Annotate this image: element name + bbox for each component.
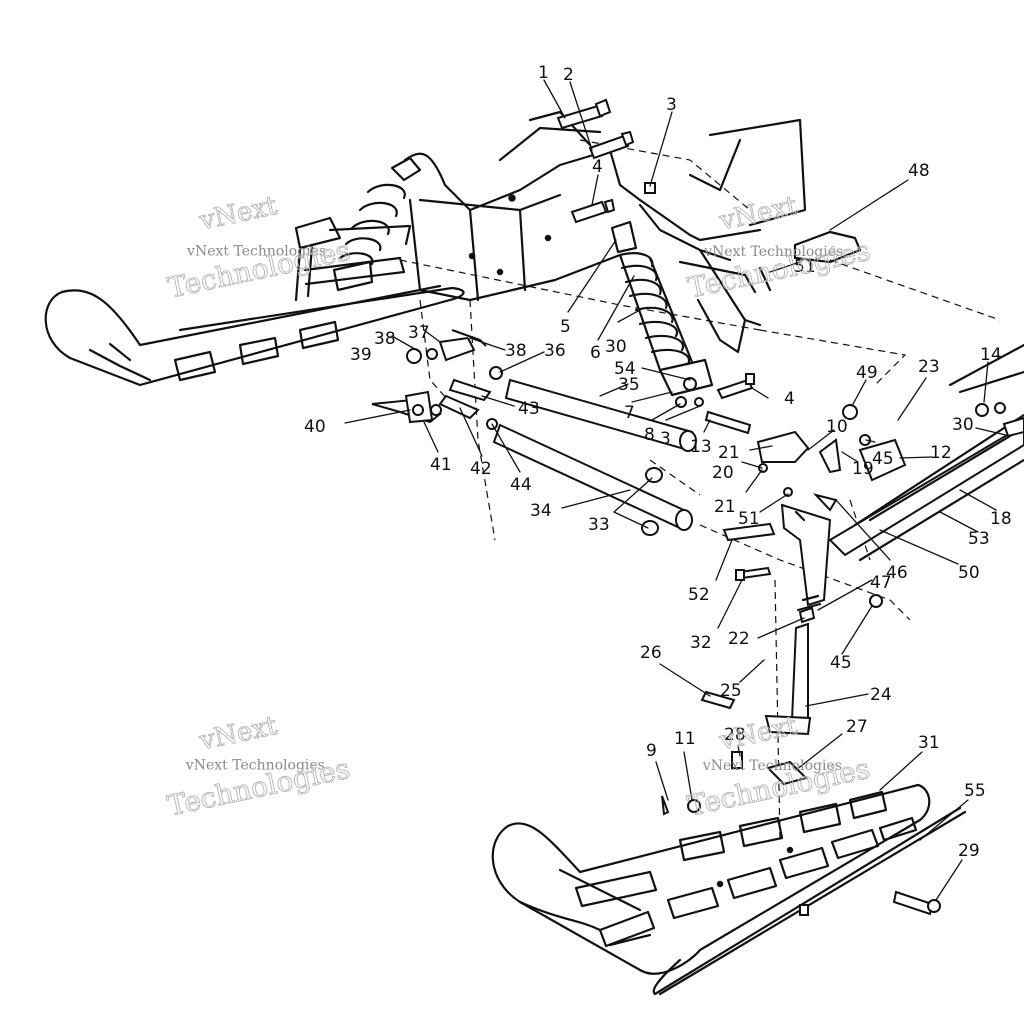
callout-27: 27 (846, 717, 868, 737)
callout-18: 18 (990, 509, 1012, 529)
callout-labels: 1 2 3 4 48 5 6 30 51 38 37 39 38 36 54 3… (304, 63, 1012, 861)
callout-22: 22 (728, 629, 750, 649)
svg-text:vNext Technologies: vNext Technologies (703, 244, 843, 260)
callout-42: 42 (470, 459, 492, 479)
callout-49: 49 (856, 363, 878, 383)
callout-44: 44 (510, 475, 532, 495)
callout-34: 34 (530, 501, 552, 521)
callout-35: 35 (618, 375, 640, 395)
callout-40: 40 (304, 417, 326, 437)
callout-4: 4 (592, 157, 603, 177)
callout-51b: 51 (738, 509, 760, 529)
callout-8: 8 (644, 425, 655, 445)
callout-21: 21 (718, 443, 740, 463)
callout-37: 37 (408, 323, 430, 343)
callout-55: 55 (964, 781, 986, 801)
callout-50: 50 (958, 563, 980, 583)
callout-51: 51 (794, 257, 816, 277)
radius-rods (486, 366, 697, 536)
callout-12: 12 (930, 443, 952, 463)
callout-41: 41 (430, 455, 452, 475)
callout-39: 39 (350, 345, 372, 365)
callout-30b: 30 (952, 415, 974, 435)
callout-36: 36 (544, 341, 566, 361)
callout-38b: 38 (505, 341, 527, 361)
left-ski (44, 284, 465, 387)
leader-lines (344, 79, 1011, 901)
svg-text:vNext: vNext (716, 711, 800, 757)
callout-3b: 3 (660, 429, 671, 449)
watermark-top-left: vNext vNext Technologies Technologies (165, 190, 354, 305)
callout-52: 52 (688, 585, 710, 605)
svg-text:vNext Technologies: vNext Technologies (185, 757, 325, 773)
svg-text:vNext Technologies: vNext Technologies (702, 758, 842, 774)
callout-53: 53 (968, 529, 990, 549)
callout-5: 5 (560, 317, 571, 337)
callout-45b: 45 (830, 653, 852, 673)
callout-11: 11 (674, 729, 696, 749)
callout-45: 45 (872, 449, 894, 469)
callout-26: 26 (640, 643, 662, 663)
svg-text:vNext: vNext (196, 191, 280, 237)
callout-32: 32 (690, 633, 712, 653)
callout-7: 7 (624, 403, 635, 423)
callout-24: 24 (870, 685, 892, 705)
callout-14: 14 (980, 345, 1002, 365)
callout-1: 1 (538, 63, 549, 83)
callout-20: 20 (712, 463, 734, 483)
callout-38: 38 (374, 329, 396, 349)
callout-28: 28 (724, 725, 746, 745)
svg-text:vNext Technologies: vNext Technologies (186, 243, 326, 259)
callout-21b: 21 (714, 497, 736, 517)
callout-3: 3 (666, 95, 677, 115)
watermark-bottom-left: vNext vNext Technologies Technologies (164, 710, 353, 823)
callout-30: 30 (605, 337, 627, 357)
callout-25: 25 (720, 681, 742, 701)
callout-13: 13 (690, 437, 712, 457)
front-ski (491, 783, 967, 996)
callout-47: 47 (870, 573, 892, 593)
callout-9: 9 (646, 741, 657, 761)
svg-text:vNext: vNext (196, 711, 280, 757)
callout-4b: 4 (784, 389, 795, 409)
upper-bolts (556, 98, 656, 224)
front-shock-absorber (610, 220, 714, 397)
left-shock-absorber (294, 156, 422, 302)
callout-31: 31 (918, 733, 940, 753)
callout-2: 2 (563, 65, 574, 85)
callout-19: 19 (852, 459, 874, 479)
chassis-bulkhead (403, 110, 862, 354)
callout-23: 23 (918, 357, 940, 377)
assembly-guide-lines (399, 139, 1001, 841)
callout-46: 46 (886, 563, 908, 583)
callout-54: 54 (614, 359, 636, 379)
callout-48: 48 (908, 161, 930, 181)
callout-43: 43 (518, 399, 540, 419)
callout-33: 33 (588, 515, 610, 535)
watermark-top-right: vNext vNext Technologies Technologies (685, 190, 874, 305)
callout-6: 6 (590, 343, 601, 363)
callout-10: 10 (826, 417, 848, 437)
callout-29: 29 (958, 841, 980, 861)
